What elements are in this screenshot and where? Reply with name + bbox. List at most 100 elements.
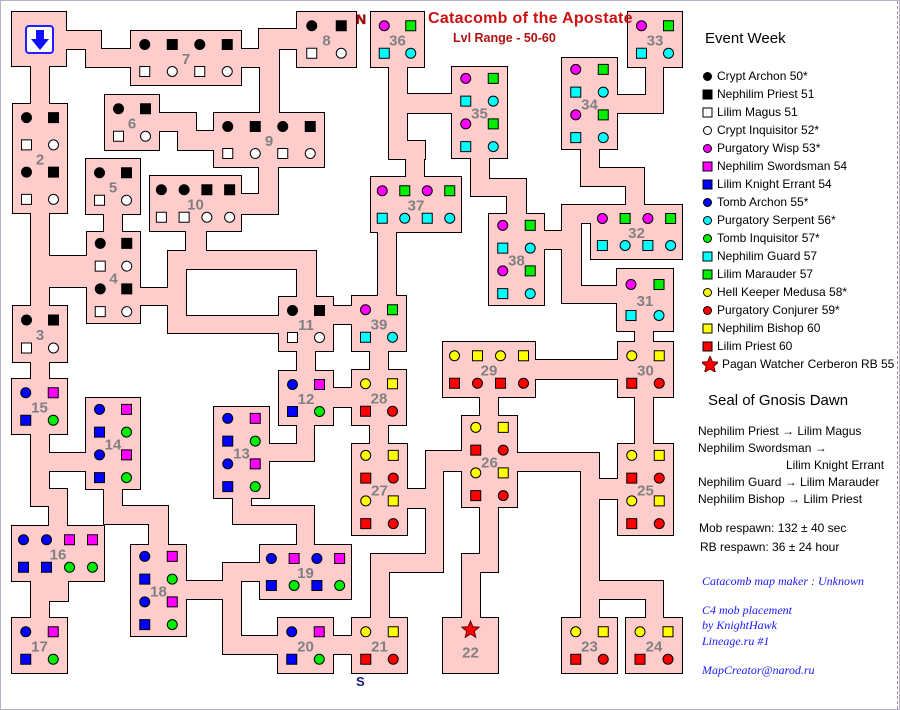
lilim-knight-errant-square-icon[interactable]: [287, 406, 298, 417]
lilim-priest-square-icon[interactable]: [634, 653, 646, 665]
tomb-inquisitor-circle-icon[interactable]: [121, 426, 132, 438]
nephilim-bishop-square-icon[interactable]: [702, 323, 713, 333]
crypt-inquisitor-circle-icon[interactable]: [166, 66, 178, 77]
nephilim-swordsman-square-icon[interactable]: [121, 449, 132, 461]
crypt-inquisitor-circle-icon[interactable]: [140, 130, 151, 142]
lilim-priest-square-icon[interactable]: [360, 405, 371, 417]
lilim-priest-square-icon[interactable]: [470, 490, 482, 502]
purgatory-wisp-circle-icon[interactable]: [421, 185, 433, 197]
purgatory-serpent-circle-icon[interactable]: [653, 310, 665, 321]
crypt-archon-circle-icon[interactable]: [94, 283, 106, 295]
hell-keeper-medusa-circle-icon[interactable]: [570, 626, 582, 638]
nephilim-priest-square-icon[interactable]: [166, 39, 178, 50]
lilim-marauder-square-icon[interactable]: [619, 213, 631, 224]
tomb-inquisitor-circle-icon[interactable]: [313, 653, 325, 665]
purgatory-serpent-circle-icon[interactable]: [703, 215, 712, 225]
crypt-archon-circle-icon[interactable]: [94, 237, 106, 249]
crypt-archon-circle-icon[interactable]: [139, 39, 151, 50]
nephilim-guard-square-icon[interactable]: [460, 95, 472, 107]
hell-keeper-medusa-circle-icon[interactable]: [703, 287, 712, 297]
lilim-priest-square-icon[interactable]: [702, 341, 713, 351]
hell-keeper-medusa-circle-icon[interactable]: [626, 350, 638, 362]
tomb-archon-circle-icon[interactable]: [94, 449, 105, 461]
lilim-priest-square-icon[interactable]: [360, 653, 372, 665]
tomb-inquisitor-circle-icon[interactable]: [334, 580, 346, 591]
purgatory-conjurer-circle-icon[interactable]: [472, 377, 483, 389]
nephilim-guard-square-icon[interactable]: [596, 240, 608, 251]
purgatory-conjurer-circle-icon[interactable]: [387, 653, 399, 665]
lilim-marauder-square-icon[interactable]: [387, 304, 398, 316]
nephilim-bishop-square-icon[interactable]: [653, 449, 665, 461]
hell-keeper-medusa-circle-icon[interactable]: [360, 495, 372, 507]
nephilim-priest-square-icon[interactable]: [121, 237, 133, 249]
lilim-priest-square-icon[interactable]: [449, 377, 460, 389]
nephilim-guard-square-icon[interactable]: [625, 310, 637, 321]
lilim-priest-square-icon[interactable]: [360, 518, 372, 530]
purgatory-conjurer-circle-icon[interactable]: [497, 490, 509, 502]
nephilim-bishop-square-icon[interactable]: [472, 350, 483, 362]
crypt-inquisitor-circle-icon[interactable]: [249, 148, 261, 159]
nephilim-priest-square-icon[interactable]: [140, 103, 151, 115]
lilim-knight-errant-square-icon[interactable]: [94, 426, 105, 438]
purgatory-wisp-circle-icon[interactable]: [360, 304, 371, 316]
tomb-inquisitor-circle-icon[interactable]: [249, 481, 261, 493]
tomb-archon-circle-icon[interactable]: [286, 626, 298, 638]
nephilim-priest-square-icon[interactable]: [314, 305, 325, 316]
nephilim-bishop-square-icon[interactable]: [653, 350, 665, 362]
lilim-magus-square-icon[interactable]: [21, 139, 32, 151]
tomb-inquisitor-circle-icon[interactable]: [166, 619, 178, 631]
tomb-archon-circle-icon[interactable]: [94, 403, 105, 415]
nephilim-swordsman-square-icon[interactable]: [288, 553, 300, 564]
crypt-inquisitor-circle-icon[interactable]: [121, 194, 132, 206]
lilim-marauder-square-icon[interactable]: [597, 63, 609, 75]
lilim-priest-square-icon[interactable]: [570, 653, 582, 665]
hell-keeper-medusa-circle-icon[interactable]: [360, 449, 372, 461]
tomb-archon-circle-icon[interactable]: [265, 553, 277, 564]
lilim-priest-square-icon[interactable]: [470, 444, 482, 456]
nephilim-guard-square-icon[interactable]: [378, 47, 390, 59]
tomb-inquisitor-circle-icon[interactable]: [703, 233, 712, 243]
nephilim-bishop-square-icon[interactable]: [387, 495, 399, 507]
lilim-knight-errant-square-icon[interactable]: [20, 414, 32, 426]
nephilim-guard-square-icon[interactable]: [376, 212, 388, 224]
hell-keeper-medusa-circle-icon[interactable]: [626, 449, 638, 461]
nephilim-priest-square-icon[interactable]: [201, 184, 213, 196]
purgatory-conjurer-circle-icon[interactable]: [597, 653, 609, 665]
lilim-marauder-square-icon[interactable]: [487, 118, 499, 130]
purgatory-conjurer-circle-icon[interactable]: [653, 377, 665, 389]
hell-keeper-medusa-circle-icon[interactable]: [470, 421, 482, 433]
crypt-archon-circle-icon[interactable]: [287, 305, 298, 316]
lilim-priest-square-icon[interactable]: [626, 377, 638, 389]
lilim-knight-errant-square-icon[interactable]: [286, 653, 298, 665]
tomb-inquisitor-circle-icon[interactable]: [314, 406, 325, 417]
crypt-archon-circle-icon[interactable]: [21, 314, 32, 326]
crypt-archon-circle-icon[interactable]: [306, 20, 318, 32]
nephilim-swordsman-square-icon[interactable]: [87, 534, 98, 546]
lilim-knight-errant-square-icon[interactable]: [41, 561, 52, 573]
crypt-inquisitor-circle-icon[interactable]: [335, 47, 347, 59]
nephilim-swordsman-square-icon[interactable]: [314, 379, 325, 390]
nephilim-priest-square-icon[interactable]: [249, 121, 261, 132]
tomb-archon-circle-icon[interactable]: [222, 412, 234, 424]
lilim-marauder-square-icon[interactable]: [665, 213, 677, 224]
purgatory-serpent-circle-icon[interactable]: [387, 331, 398, 343]
purgatory-conjurer-circle-icon[interactable]: [653, 518, 665, 530]
tomb-inquisitor-circle-icon[interactable]: [64, 561, 75, 573]
lilim-marauder-square-icon[interactable]: [653, 279, 665, 290]
crypt-inquisitor-circle-icon[interactable]: [304, 148, 316, 159]
purgatory-serpent-circle-icon[interactable]: [524, 242, 536, 254]
purgatory-serpent-circle-icon[interactable]: [405, 47, 417, 59]
purgatory-wisp-circle-icon[interactable]: [570, 63, 582, 75]
crypt-archon-circle-icon[interactable]: [703, 71, 712, 81]
crypt-archon-circle-icon[interactable]: [94, 167, 105, 179]
purgatory-wisp-circle-icon[interactable]: [497, 219, 509, 231]
lilim-knight-errant-square-icon[interactable]: [18, 561, 29, 573]
nephilim-priest-square-icon[interactable]: [121, 283, 133, 295]
nephilim-guard-square-icon[interactable]: [421, 212, 433, 224]
nephilim-guard-square-icon[interactable]: [497, 288, 509, 300]
nephilim-bishop-square-icon[interactable]: [597, 626, 609, 638]
crypt-archon-circle-icon[interactable]: [21, 166, 32, 178]
crypt-inquisitor-circle-icon[interactable]: [224, 211, 236, 223]
purgatory-conjurer-circle-icon[interactable]: [387, 405, 398, 417]
lilim-marauder-square-icon[interactable]: [399, 185, 411, 197]
